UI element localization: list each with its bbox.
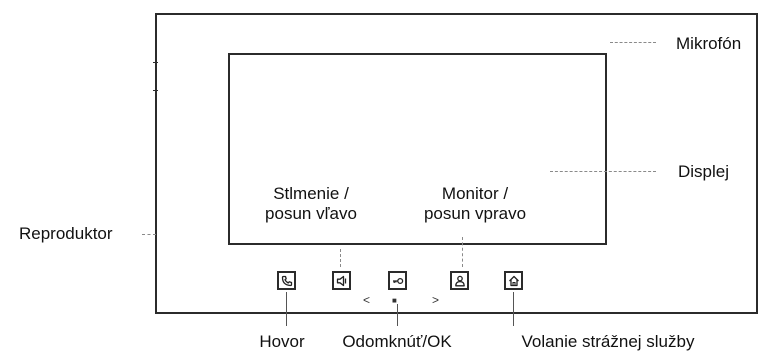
side-notch-bottom [153, 90, 158, 91]
ok-dot-indicator: ■ [392, 296, 397, 305]
phone-icon [281, 275, 292, 286]
mute-label-line2: posun vľavo [265, 204, 357, 224]
monitor-label-line2: posun vpravo [423, 204, 527, 224]
guard-call-label: Volanie strážnej služby [521, 332, 695, 351]
mute-leader-line [340, 249, 341, 267]
call-button[interactable] [277, 271, 296, 290]
person-icon [454, 275, 465, 286]
guard-call-leader-line [513, 292, 514, 326]
speaker-label: Reproduktor [19, 224, 113, 243]
display-screen [228, 53, 607, 245]
mute-button[interactable] [332, 271, 351, 290]
monitor-button[interactable] [450, 271, 469, 290]
monitor-label-line1: Monitor / [441, 184, 509, 203]
key-icon [392, 277, 403, 284]
call-leader-line [286, 292, 287, 326]
speaker-mute-icon [336, 275, 346, 286]
display-leader-line [550, 171, 656, 172]
right-arrow-indicator: > [432, 293, 440, 307]
mute-left-label: Stlmenie / posun vľavo [265, 184, 357, 224]
call-label: Hovor [259, 332, 305, 351]
display-label: Displej [678, 162, 730, 181]
monitor-right-label: Monitor / posun vpravo [424, 184, 526, 224]
speaker-leader-line [142, 234, 156, 235]
unlock-button[interactable] [388, 271, 407, 290]
microphone-label: Mikrofón [676, 34, 742, 53]
unlock-label: Odomknúť/OK [342, 332, 452, 351]
microphone-leader-line [610, 42, 656, 43]
intercom-monitor-body [155, 13, 758, 314]
mute-label-line1: Stlmenie / [273, 184, 349, 203]
unlock-leader-line [397, 304, 398, 326]
side-notch-top [153, 62, 158, 63]
guard-call-button[interactable] [504, 271, 523, 290]
house-icon [508, 275, 519, 286]
left-arrow-indicator: < [363, 293, 371, 307]
monitor-leader-line [462, 237, 463, 267]
